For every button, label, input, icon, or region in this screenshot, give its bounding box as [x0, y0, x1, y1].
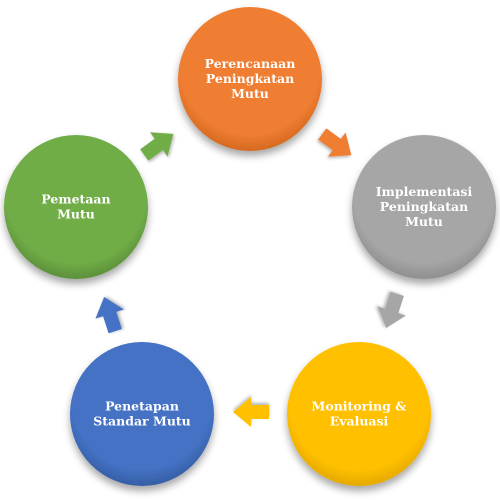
arrow-pemetaan-to-perencanaan: [140, 132, 174, 161]
arrow-shape: [233, 397, 269, 427]
node-monitoring-label-line: Monitoring &: [312, 399, 408, 414]
arrow-implementasi-to-monitoring: [377, 291, 406, 329]
arrow-shape: [318, 128, 352, 157]
node-penetapan-label-line: Penetapan: [105, 399, 179, 414]
node-perencanaan-label-line: Peningkatan: [206, 71, 294, 86]
node-monitoring-circle: [287, 342, 431, 486]
nodes-layer: PerencanaanPeningkatanMutuImplementasiPe…: [4, 7, 496, 486]
node-perencanaan-label-line: Perencanaan: [205, 56, 296, 71]
node-monitoring-label-line: Evaluasi: [330, 414, 389, 429]
arrow-perencanaan-to-implementasi: [318, 128, 352, 157]
arrow-shape: [140, 132, 174, 161]
arrow-monitoring-to-penetapan: [233, 397, 269, 427]
node-implementasi-label-line: Mutu: [405, 214, 443, 229]
node-penetapan-circle: [70, 342, 214, 486]
node-penetapan-label-line: Standar Mutu: [93, 414, 191, 429]
node-monitoring: Monitoring &Evaluasi: [287, 342, 431, 486]
node-implementasi-label-line: Peningkatan: [380, 199, 468, 214]
node-pemetaan-label-line: Pemetaan: [41, 192, 110, 207]
arrow-penetapan-to-pemetaan: [95, 296, 124, 334]
node-pemetaan-label-line: Mutu: [57, 207, 95, 222]
node-perencanaan-circle: [178, 7, 322, 151]
node-implementasi-circle: [352, 135, 496, 279]
arrow-shape: [95, 296, 124, 334]
node-pemetaan-circle: [4, 135, 148, 279]
node-perencanaan-label-line: Mutu: [231, 86, 269, 101]
node-implementasi-label-line: Implementasi: [376, 184, 473, 199]
arrow-shape: [377, 291, 406, 329]
arrows-layer: [95, 128, 406, 427]
